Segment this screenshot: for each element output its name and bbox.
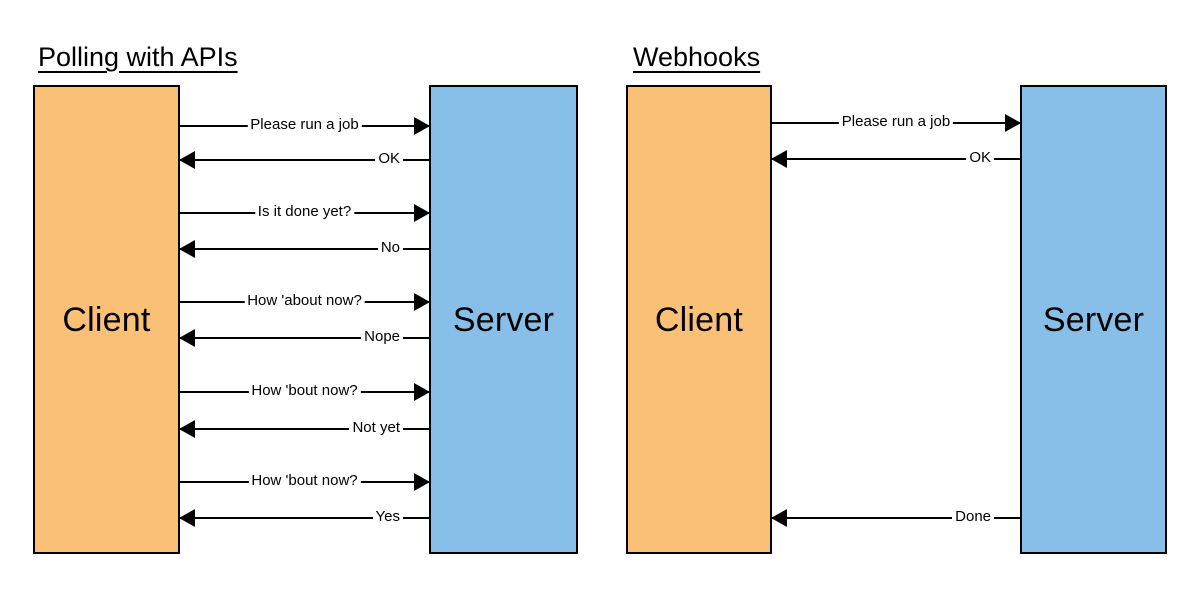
message-arrow: How 'bout now? bbox=[180, 380, 430, 403]
message-arrow: Yes bbox=[179, 506, 429, 529]
message-arrow: No bbox=[179, 237, 429, 260]
arrow-head-right-icon bbox=[1005, 114, 1021, 132]
actor-label-client: Client bbox=[62, 300, 151, 339]
arrow-head-right-icon bbox=[414, 204, 430, 222]
message-arrow: Please run a job bbox=[772, 111, 1021, 134]
arrow-head-left-icon bbox=[179, 240, 195, 258]
arrow-head-left-icon bbox=[179, 151, 195, 169]
message-arrow: OK bbox=[771, 147, 1020, 170]
actor-server-webhooks: Server bbox=[1020, 85, 1167, 554]
panel-title-webhooks: Webhooks bbox=[633, 42, 761, 72]
actor-label-server: Server bbox=[452, 300, 555, 339]
arrow-line bbox=[180, 337, 429, 339]
message-arrow: How 'bout now? bbox=[180, 470, 430, 493]
message-label: OK bbox=[375, 148, 403, 170]
arrow-head-left-icon bbox=[771, 509, 787, 527]
arrow-line bbox=[180, 428, 429, 430]
actor-server-polling: Server bbox=[429, 85, 578, 554]
arrow-head-right-icon bbox=[414, 473, 430, 491]
message-label: How 'bout now? bbox=[248, 470, 361, 492]
message-arrow: OK bbox=[179, 148, 429, 171]
arrow-line bbox=[180, 248, 429, 250]
message-arrow: Is it done yet? bbox=[180, 201, 430, 224]
message-label: Please run a job bbox=[247, 114, 362, 136]
message-label: Please run a job bbox=[838, 111, 954, 133]
actor-client-webhooks: Client bbox=[626, 85, 772, 554]
message-label: How 'about now? bbox=[244, 290, 365, 312]
message-arrow: Please run a job bbox=[180, 114, 430, 137]
arrow-head-left-icon bbox=[179, 329, 195, 347]
arrow-line bbox=[180, 517, 429, 519]
panel-title-polling: Polling with APIs bbox=[38, 42, 238, 72]
arrow-head-right-icon bbox=[414, 383, 430, 401]
message-arrow: How 'about now? bbox=[180, 290, 430, 313]
arrow-line bbox=[180, 159, 429, 161]
message-label: Yes bbox=[372, 506, 403, 528]
message-label: OK bbox=[966, 147, 994, 169]
message-label: No bbox=[377, 237, 403, 259]
message-arrow: Not yet bbox=[179, 417, 429, 440]
message-label: How 'bout now? bbox=[248, 380, 361, 402]
arrow-line bbox=[772, 158, 1020, 160]
message-arrow: Nope bbox=[179, 326, 429, 349]
panel-webhooks: Webhooks Client Server Please run a job … bbox=[600, 0, 1200, 591]
panel-polling: Polling with APIs Client Server Please r… bbox=[33, 42, 578, 554]
message-label: Nope bbox=[361, 326, 403, 348]
actor-label-server: Server bbox=[1042, 300, 1145, 339]
arrow-head-left-icon bbox=[771, 150, 787, 168]
message-arrow: Done bbox=[771, 506, 1020, 529]
arrow-head-left-icon bbox=[179, 420, 195, 438]
actor-label-client: Client bbox=[654, 300, 744, 339]
arrow-head-right-icon bbox=[414, 293, 430, 311]
arrow-line bbox=[772, 517, 1020, 519]
arrow-head-left-icon bbox=[179, 509, 195, 527]
message-label: Not yet bbox=[349, 417, 403, 439]
arrow-head-right-icon bbox=[414, 117, 430, 135]
message-label: Is it done yet? bbox=[254, 201, 355, 223]
actor-client-polling: Client bbox=[33, 85, 180, 554]
message-label: Done bbox=[952, 506, 994, 528]
